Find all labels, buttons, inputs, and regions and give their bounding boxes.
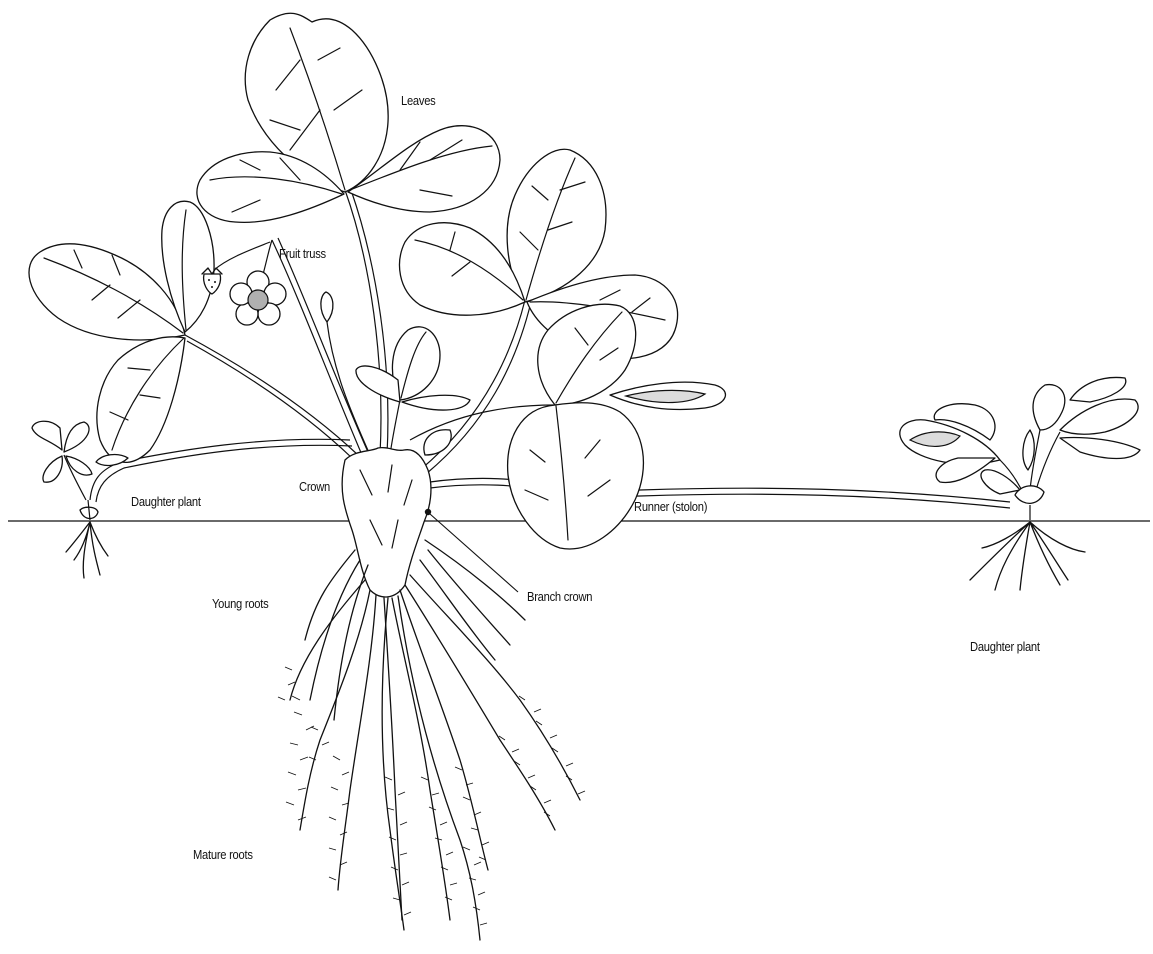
leaf-left-upper <box>29 244 185 340</box>
crown <box>342 448 431 597</box>
label-fruit-truss: Fruit truss <box>279 246 326 261</box>
flower-bud <box>321 292 333 322</box>
leaf-shaded <box>610 382 725 409</box>
leaf-left-lower <box>97 337 185 463</box>
label-daughter-plant-right: Daughter plant <box>970 639 1040 654</box>
label-young-roots: Young roots <box>212 596 268 611</box>
label-leaves: Leaves <box>401 93 436 108</box>
label-crown: Crown <box>299 479 330 494</box>
label-branch-crown: Branch crown <box>527 589 592 604</box>
leaf-lower-right <box>508 403 644 549</box>
leaf-right-left <box>400 223 525 315</box>
label-mature-roots: Mature roots <box>193 847 253 862</box>
leaf-small-center <box>356 327 470 455</box>
main-roots <box>290 575 580 940</box>
leaf-right-upper <box>507 149 606 302</box>
flower <box>230 271 286 325</box>
fruit-truss-stem <box>272 240 362 455</box>
label-runner: Runner (stolon) <box>634 499 707 514</box>
label-daughter-plant-left: Daughter plant <box>131 494 201 509</box>
daughter-plant-right <box>900 377 1140 590</box>
